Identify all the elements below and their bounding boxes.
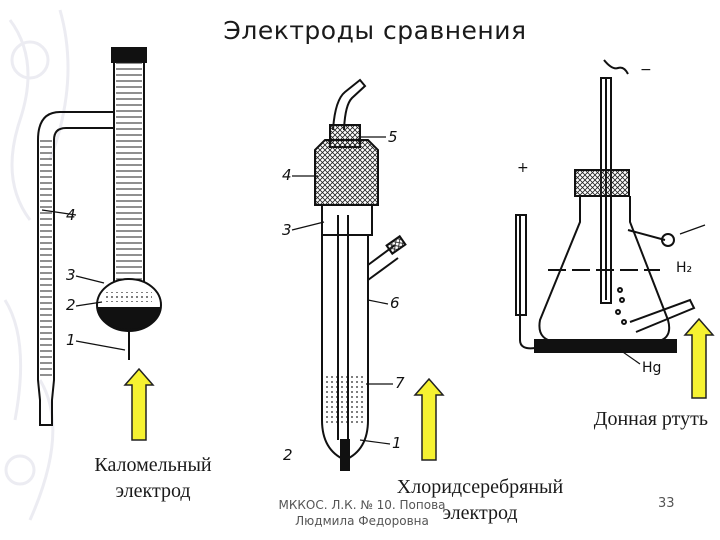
agcl-num-6: 6: [390, 294, 400, 312]
calomel-electrode-drawing: [37, 47, 162, 426]
agcl-num-5: 5: [388, 128, 398, 146]
calomel-num-3: 3: [66, 266, 76, 284]
agcl-num-1: 1: [392, 434, 402, 452]
calomel-num-1: 1: [66, 331, 76, 349]
silver-chloride-electrode-label: Хлоридсеребряный электрод: [396, 476, 564, 524]
arrow-bottom-mercury: [683, 317, 715, 399]
hg-label: Hg: [642, 360, 661, 376]
background-decoration: [3, 9, 70, 521]
agcl-num-7: 7: [395, 374, 405, 392]
bottom-mercury-label: Донная ртуть: [593, 408, 708, 430]
agcl-num-4: 4: [282, 166, 292, 184]
slide-title: Электроды сравнения: [223, 16, 527, 45]
minus-label: −: [640, 62, 652, 78]
calomel-num-4: 4: [66, 206, 76, 224]
silver-chloride-electrode-drawing: [314, 78, 407, 471]
footer-line-2: Людмила Федоровна: [295, 514, 429, 528]
silver-chloride-number-labels: 5 4 3 6 7 1 2: [282, 128, 405, 464]
calomel-number-labels: 4 3 2 1: [66, 206, 76, 349]
page-number: 33: [658, 496, 675, 511]
h2-label: H₂: [676, 260, 692, 276]
flask-labels: + − H₂ Hg: [517, 62, 692, 376]
footer-author: МККОС. Л.К. № 10. Попова Людмила Федоров…: [257, 497, 467, 529]
plus-label: +: [517, 160, 529, 176]
agcl-num-3: 3: [282, 221, 292, 239]
calomel-electrode-label: Каломельный электрод: [94, 454, 212, 502]
arrow-calomel: [123, 367, 155, 441]
bottom-mercury-drawing: [515, 59, 706, 353]
footer-line-1: МККОС. Л.К. № 10. Попова: [278, 498, 446, 512]
agcl-num-2: 2: [283, 446, 293, 464]
calomel-num-2: 2: [66, 296, 76, 314]
arrow-silver-chloride: [413, 377, 445, 461]
